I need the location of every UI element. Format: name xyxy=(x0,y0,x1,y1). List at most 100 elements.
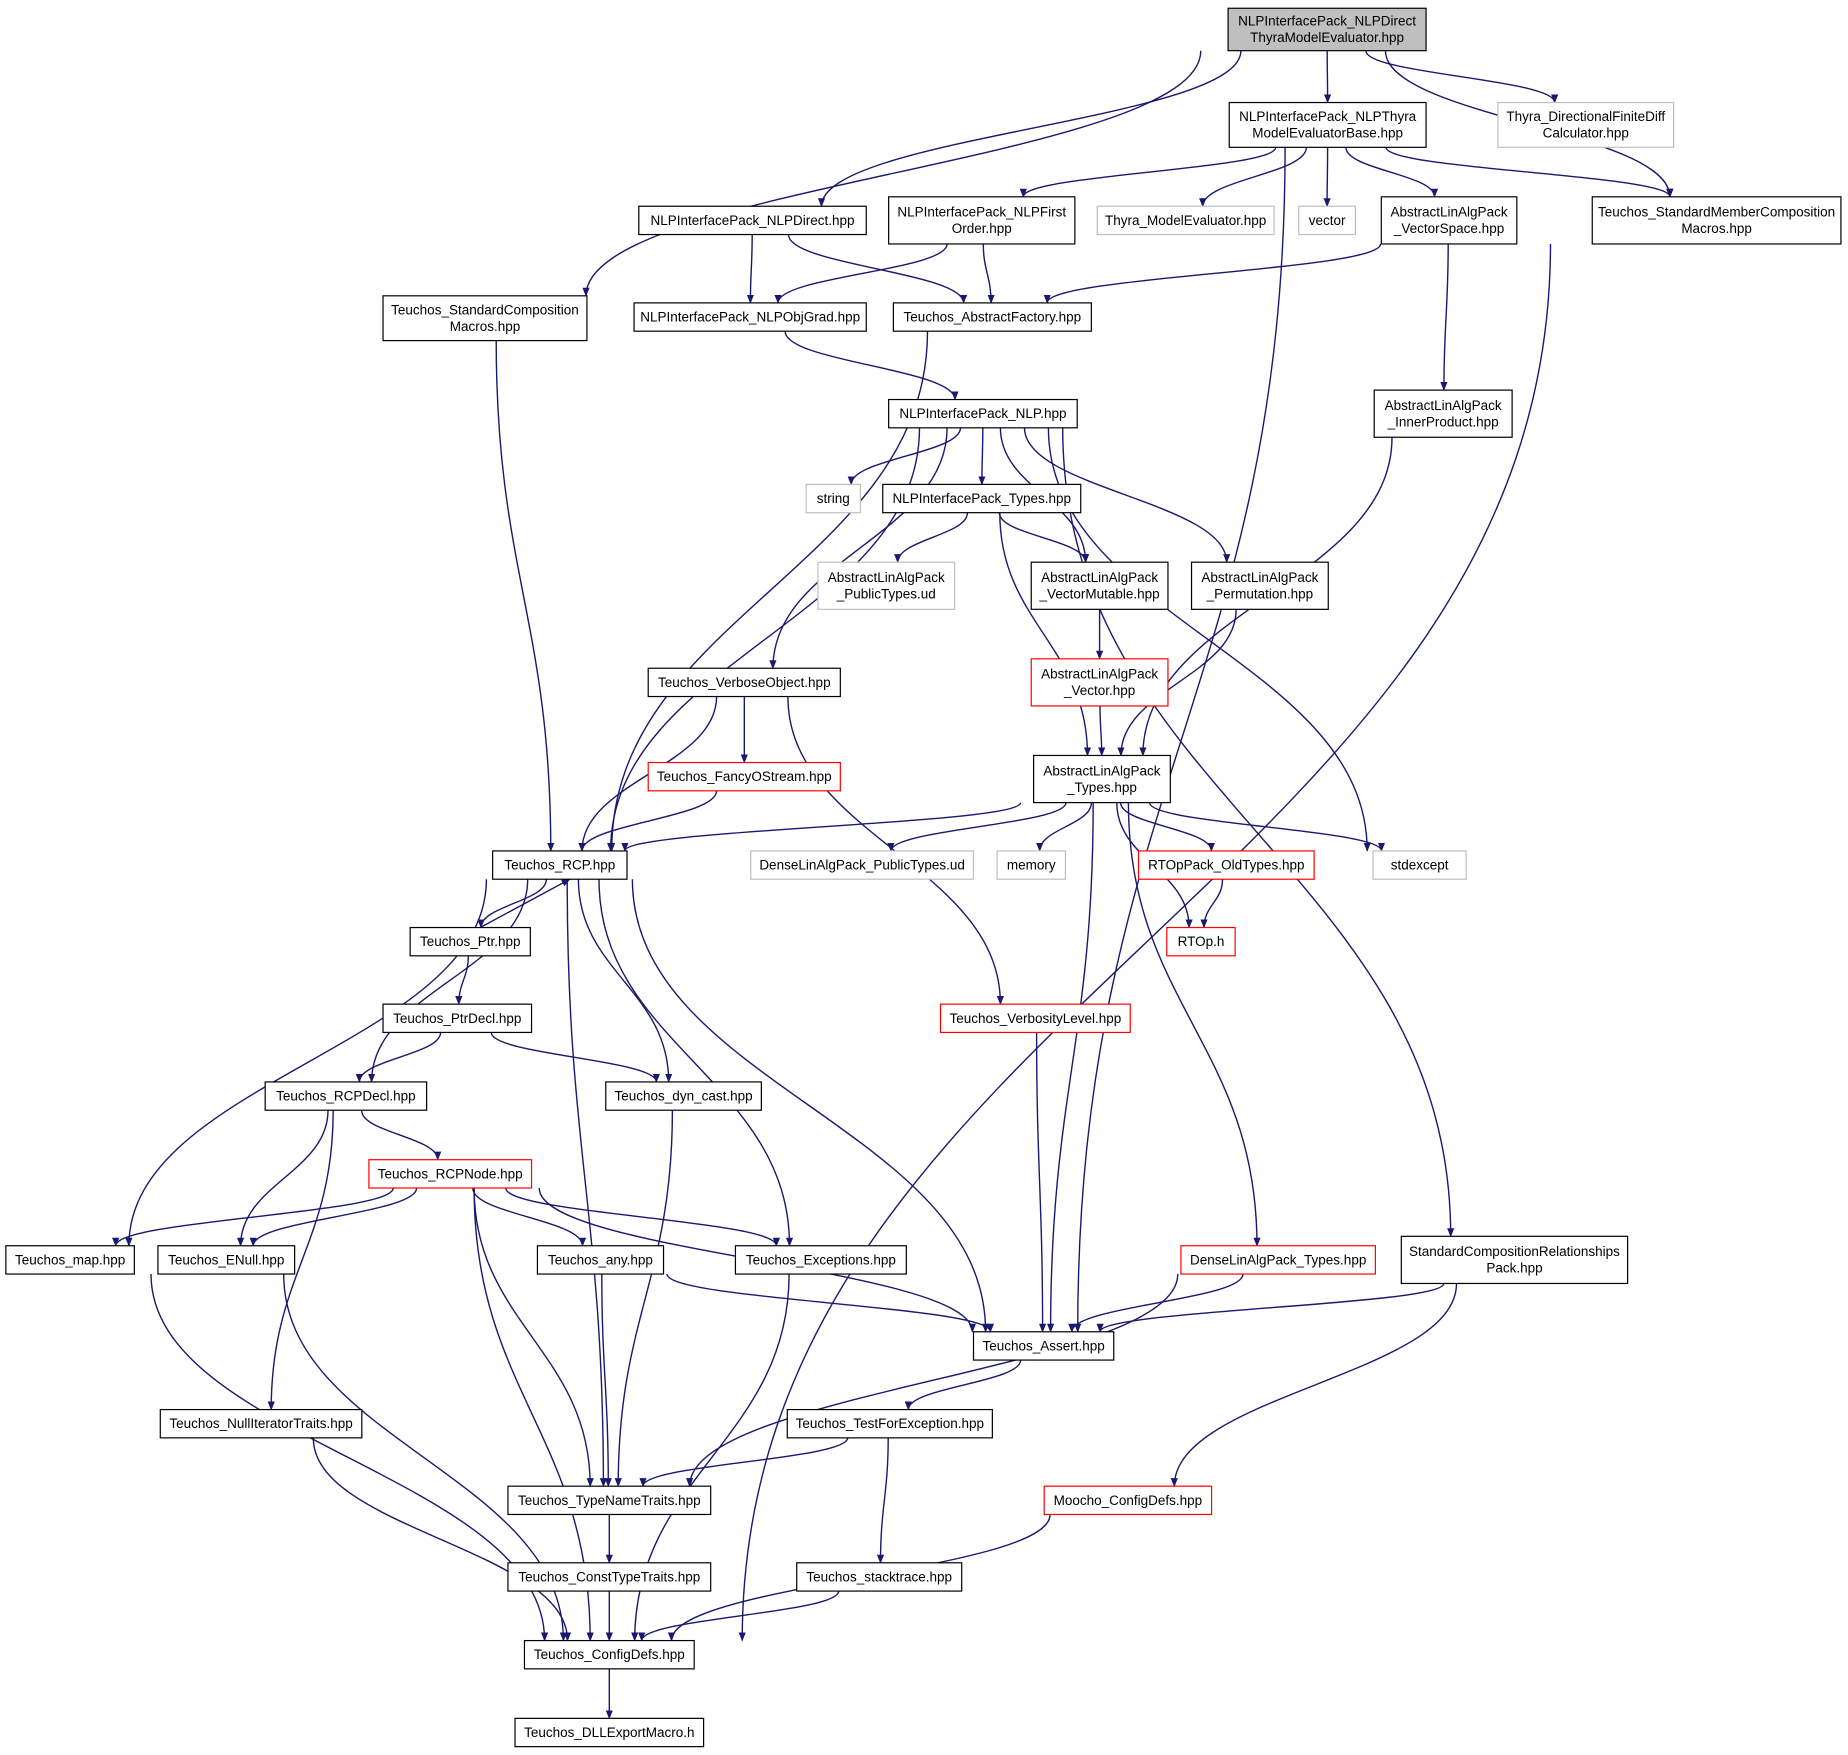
node-label: _Vector.hpp xyxy=(1063,683,1135,698)
node-label: Teuchos_map.hpp xyxy=(15,1252,125,1267)
node-box xyxy=(1373,389,1513,438)
edge-verblevel-to-assert xyxy=(1035,1032,1047,1333)
node-any[interactable]: Teuchos_any.hpp xyxy=(536,1245,665,1275)
node-nlpdirect[interactable]: NLPInterfacePack_NLPDirect.hpp xyxy=(638,205,867,236)
node-verbose[interactable]: Teuchos_VerboseObject.hpp xyxy=(647,667,841,698)
edge-rcpdecl-to-nulliter xyxy=(267,1110,334,1411)
node-densetypes[interactable]: DenseLinAlgPack_Types.hpp xyxy=(1180,1245,1376,1275)
edge-nulliter-to-configdefs xyxy=(312,1437,572,1642)
node-label: NLPInterfacePack_NLPDirect.hpp xyxy=(650,213,854,228)
node-stdexcept[interactable]: stdexcept xyxy=(1372,850,1467,880)
edge-nlpthyrabase-to-vector xyxy=(1323,147,1331,208)
node-consttype[interactable]: Teuchos_ConstTypeTraits.hpp xyxy=(507,1562,712,1592)
node-label: Teuchos_TestForException.hpp xyxy=(796,1416,984,1431)
node-rtoph[interactable]: RTOp.h xyxy=(1166,926,1236,957)
node-box xyxy=(996,850,1067,880)
edge-nlp-to-nlptypes xyxy=(978,427,986,486)
node-rtopold[interactable]: RTOpPack_OldTypes.hpp xyxy=(1137,850,1315,880)
node-moochocfg[interactable]: Moocho_ConfigDefs.hpp xyxy=(1043,1485,1213,1516)
node-label: Teuchos_VerbosityLevel.hpp xyxy=(949,1011,1121,1026)
node-box xyxy=(1400,1235,1629,1285)
node-rcp[interactable]: Teuchos_RCP.hpp xyxy=(492,850,628,880)
node-box xyxy=(972,1331,1115,1361)
node-label: NLPInterfacePack_Types.hpp xyxy=(892,491,1071,506)
node-typename[interactable]: Teuchos_TypeNameTraits.hpp xyxy=(507,1485,712,1516)
edge-alatypes-to-rcp xyxy=(621,801,1022,852)
node-ptr[interactable]: Teuchos_Ptr.hpp xyxy=(409,926,531,957)
node-perm[interactable]: AbstractLinAlgPack_Permutation.hpp xyxy=(1190,561,1329,610)
node-box xyxy=(514,1717,705,1748)
node-box xyxy=(786,1408,993,1439)
node-densepub[interactable]: DenseLinAlgPack_PublicTypes.ud xyxy=(750,850,975,880)
node-label: Teuchos_dyn_cast.hpp xyxy=(615,1089,753,1104)
node-box xyxy=(605,1081,762,1111)
node-label: ModelEvaluatorBase.hpp xyxy=(1252,126,1403,141)
node-label: Teuchos_TypeNameTraits.hpp xyxy=(518,1493,701,1508)
node-dllexport[interactable]: Teuchos_DLLExportMacro.h xyxy=(514,1717,705,1748)
node-assert[interactable]: Teuchos_Assert.hpp xyxy=(972,1331,1115,1361)
nodes-layer: NLPInterfacePack_NLPDirectThyraModelEval… xyxy=(5,7,1842,1748)
node-box xyxy=(157,1245,296,1275)
node-rcpdecl[interactable]: Teuchos_RCPDecl.hpp xyxy=(264,1081,428,1111)
node-nlptypes[interactable]: NLPInterfacePack_Types.hpp xyxy=(882,483,1082,514)
node-absfactory[interactable]: Teuchos_AbstractFactory.hpp xyxy=(892,302,1092,332)
node-stacktrace[interactable]: Teuchos_stacktrace.hpp xyxy=(796,1562,963,1592)
node-label: Teuchos_stacktrace.hpp xyxy=(806,1569,952,1584)
edge-nlpthyrabase-to-stdmember xyxy=(1385,146,1674,198)
node-label: RTOp.h xyxy=(1178,934,1225,949)
node-memory[interactable]: memory xyxy=(996,850,1067,880)
node-vector[interactable]: vector xyxy=(1298,205,1356,236)
node-fancy[interactable]: Teuchos_FancyOStream.hpp xyxy=(647,761,841,792)
node-box xyxy=(1591,196,1842,245)
node-rcpnode[interactable]: Teuchos_RCPNode.hpp xyxy=(368,1159,533,1189)
node-alavector[interactable]: AbstractLinAlgPack_Vector.hpp xyxy=(1030,658,1169,707)
node-string[interactable]: string xyxy=(805,483,861,514)
node-label: Pack.hpp xyxy=(1486,1261,1542,1276)
node-dirfinite[interactable]: Thyra_DirectionalFiniteDiffCalculator.hp… xyxy=(1497,101,1675,148)
node-dyncast[interactable]: Teuchos_dyn_cast.hpp xyxy=(605,1081,762,1111)
node-nlpthyrabase[interactable]: NLPInterfacePack_NLPThyraModelEvaluatorB… xyxy=(1228,101,1427,148)
node-label: _InnerProduct.hpp xyxy=(1387,414,1499,429)
edge-map-to-configdefs xyxy=(150,1273,549,1642)
node-innerprod[interactable]: AbstractLinAlgPack_InnerProduct.hpp xyxy=(1373,389,1513,438)
node-label: Teuchos_StandardMemberComposition xyxy=(1598,205,1835,220)
node-testexc[interactable]: Teuchos_TestForException.hpp xyxy=(786,1408,993,1439)
node-stdmember[interactable]: Teuchos_StandardMemberCompositionMacros.… xyxy=(1591,196,1842,245)
edge-nlpthyrabase-to-thyramodel xyxy=(1199,147,1308,208)
node-vecmut[interactable]: AbstractLinAlgPack_VectorMutable.hpp xyxy=(1030,561,1169,610)
node-exceptions[interactable]: Teuchos_Exceptions.hpp xyxy=(734,1245,907,1275)
node-nulliter[interactable]: Teuchos_NullIteratorTraits.hpp xyxy=(159,1408,363,1439)
edge-verbose-to-verblevel xyxy=(787,696,1004,1005)
node-thyramodel[interactable]: Thyra_ModelEvaluator.hpp xyxy=(1096,205,1275,236)
node-verblevel[interactable]: Teuchos_VerbosityLevel.hpp xyxy=(939,1003,1131,1034)
node-label: Teuchos_ENull.hpp xyxy=(168,1252,284,1267)
edge-root-to-stdcomp xyxy=(582,50,1202,297)
edge-nlpthyrabase-to-assert xyxy=(1074,147,1286,1333)
edge-dyncast-to-typename xyxy=(614,1110,674,1488)
edge-rcp-to-exceptions xyxy=(598,879,794,1247)
node-box xyxy=(805,483,861,514)
node-vecspace[interactable]: AbstractLinAlgPack_VectorSpace.hpp xyxy=(1380,196,1518,245)
node-label: NLPInterfacePack_NLPDirect xyxy=(1238,14,1416,29)
node-pubtypes[interactable]: AbstractLinAlgPack_PublicTypes.ud xyxy=(817,561,956,610)
edge-any-to-assert xyxy=(666,1273,994,1333)
node-box xyxy=(1096,205,1275,236)
node-ptrdecl[interactable]: Teuchos_PtrDecl.hpp xyxy=(382,1003,533,1034)
node-objgrad[interactable]: NLPInterfacePack_NLPObjGrad.hpp xyxy=(633,302,867,332)
node-configdefs[interactable]: Teuchos_ConfigDefs.hpp xyxy=(523,1639,695,1670)
node-nlp[interactable]: NLPInterfacePack_NLP.hpp xyxy=(888,398,1078,429)
edge-stdmember-to-configdefs xyxy=(738,243,1552,1642)
node-map[interactable]: Teuchos_map.hpp xyxy=(5,1245,135,1275)
node-label: AbstractLinAlgPack xyxy=(1041,667,1158,682)
node-box xyxy=(888,196,1076,245)
node-box xyxy=(507,1562,712,1592)
edge-alatypes-to-rtopold xyxy=(1119,802,1215,852)
node-root[interactable]: NLPInterfacePack_NLPDirectThyraModelEval… xyxy=(1227,7,1427,52)
node-alatypes[interactable]: AbstractLinAlgPack_Types.hpp xyxy=(1033,754,1171,804)
node-enull[interactable]: Teuchos_ENull.hpp xyxy=(157,1245,296,1275)
edge-nlpfirst-to-objgrad xyxy=(774,243,948,304)
